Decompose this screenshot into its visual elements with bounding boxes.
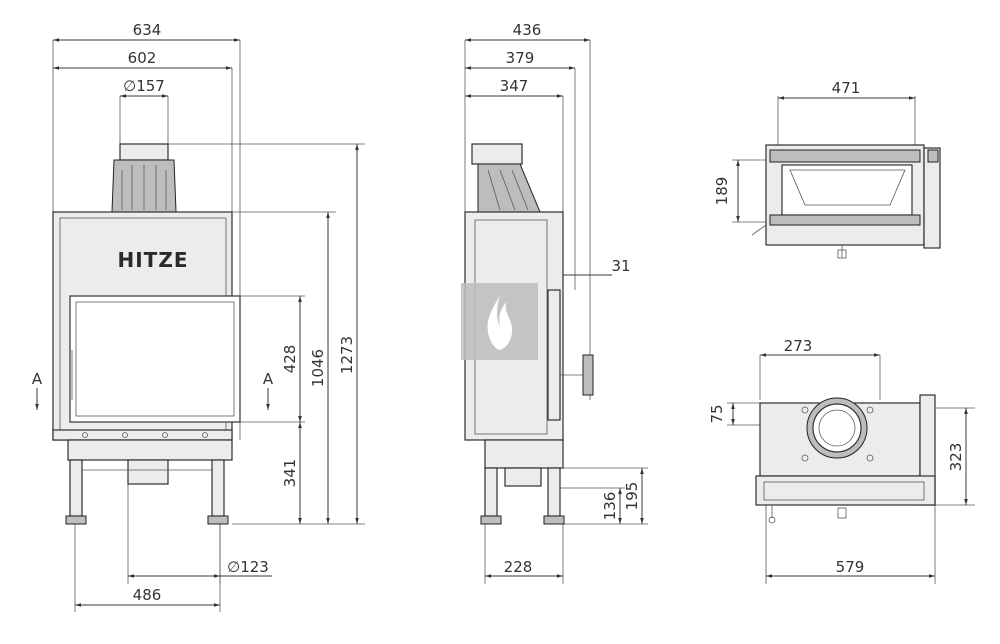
dim-379: 379: [506, 49, 535, 67]
dim-347: 347: [500, 77, 529, 95]
dim-323: 323: [947, 443, 965, 472]
dim-136: 136: [601, 492, 619, 521]
dim-flue-diameter: ∅157: [123, 77, 165, 95]
section-marker-left: A: [32, 370, 43, 388]
dim-228: 228: [504, 558, 533, 576]
dim-486: 486: [133, 586, 162, 604]
dim-602: 602: [128, 49, 157, 67]
dim-75: 75: [708, 404, 726, 423]
top-section-view: [732, 96, 941, 259]
front-view: HITZE: [35, 38, 365, 612]
dim-634: 634: [133, 21, 162, 39]
dim-1046: 1046: [309, 349, 327, 387]
dim-471: 471: [832, 79, 861, 97]
dim-428: 428: [281, 345, 299, 374]
dim-195: 195: [623, 482, 641, 511]
section-marker-right: A: [263, 370, 274, 388]
hitze-logo: HITZE: [118, 248, 189, 272]
top-view: [727, 353, 975, 584]
flame-icon: [461, 283, 538, 360]
dim-436: 436: [513, 21, 542, 39]
dim-273: 273: [784, 337, 813, 355]
dim-579: 579: [836, 558, 865, 576]
dim-189: 189: [713, 177, 731, 206]
dim-air-inlet-diameter: ∅123: [227, 558, 269, 576]
dim-31: 31: [611, 257, 630, 275]
dim-341: 341: [281, 459, 299, 488]
dim-1273: 1273: [338, 336, 356, 374]
